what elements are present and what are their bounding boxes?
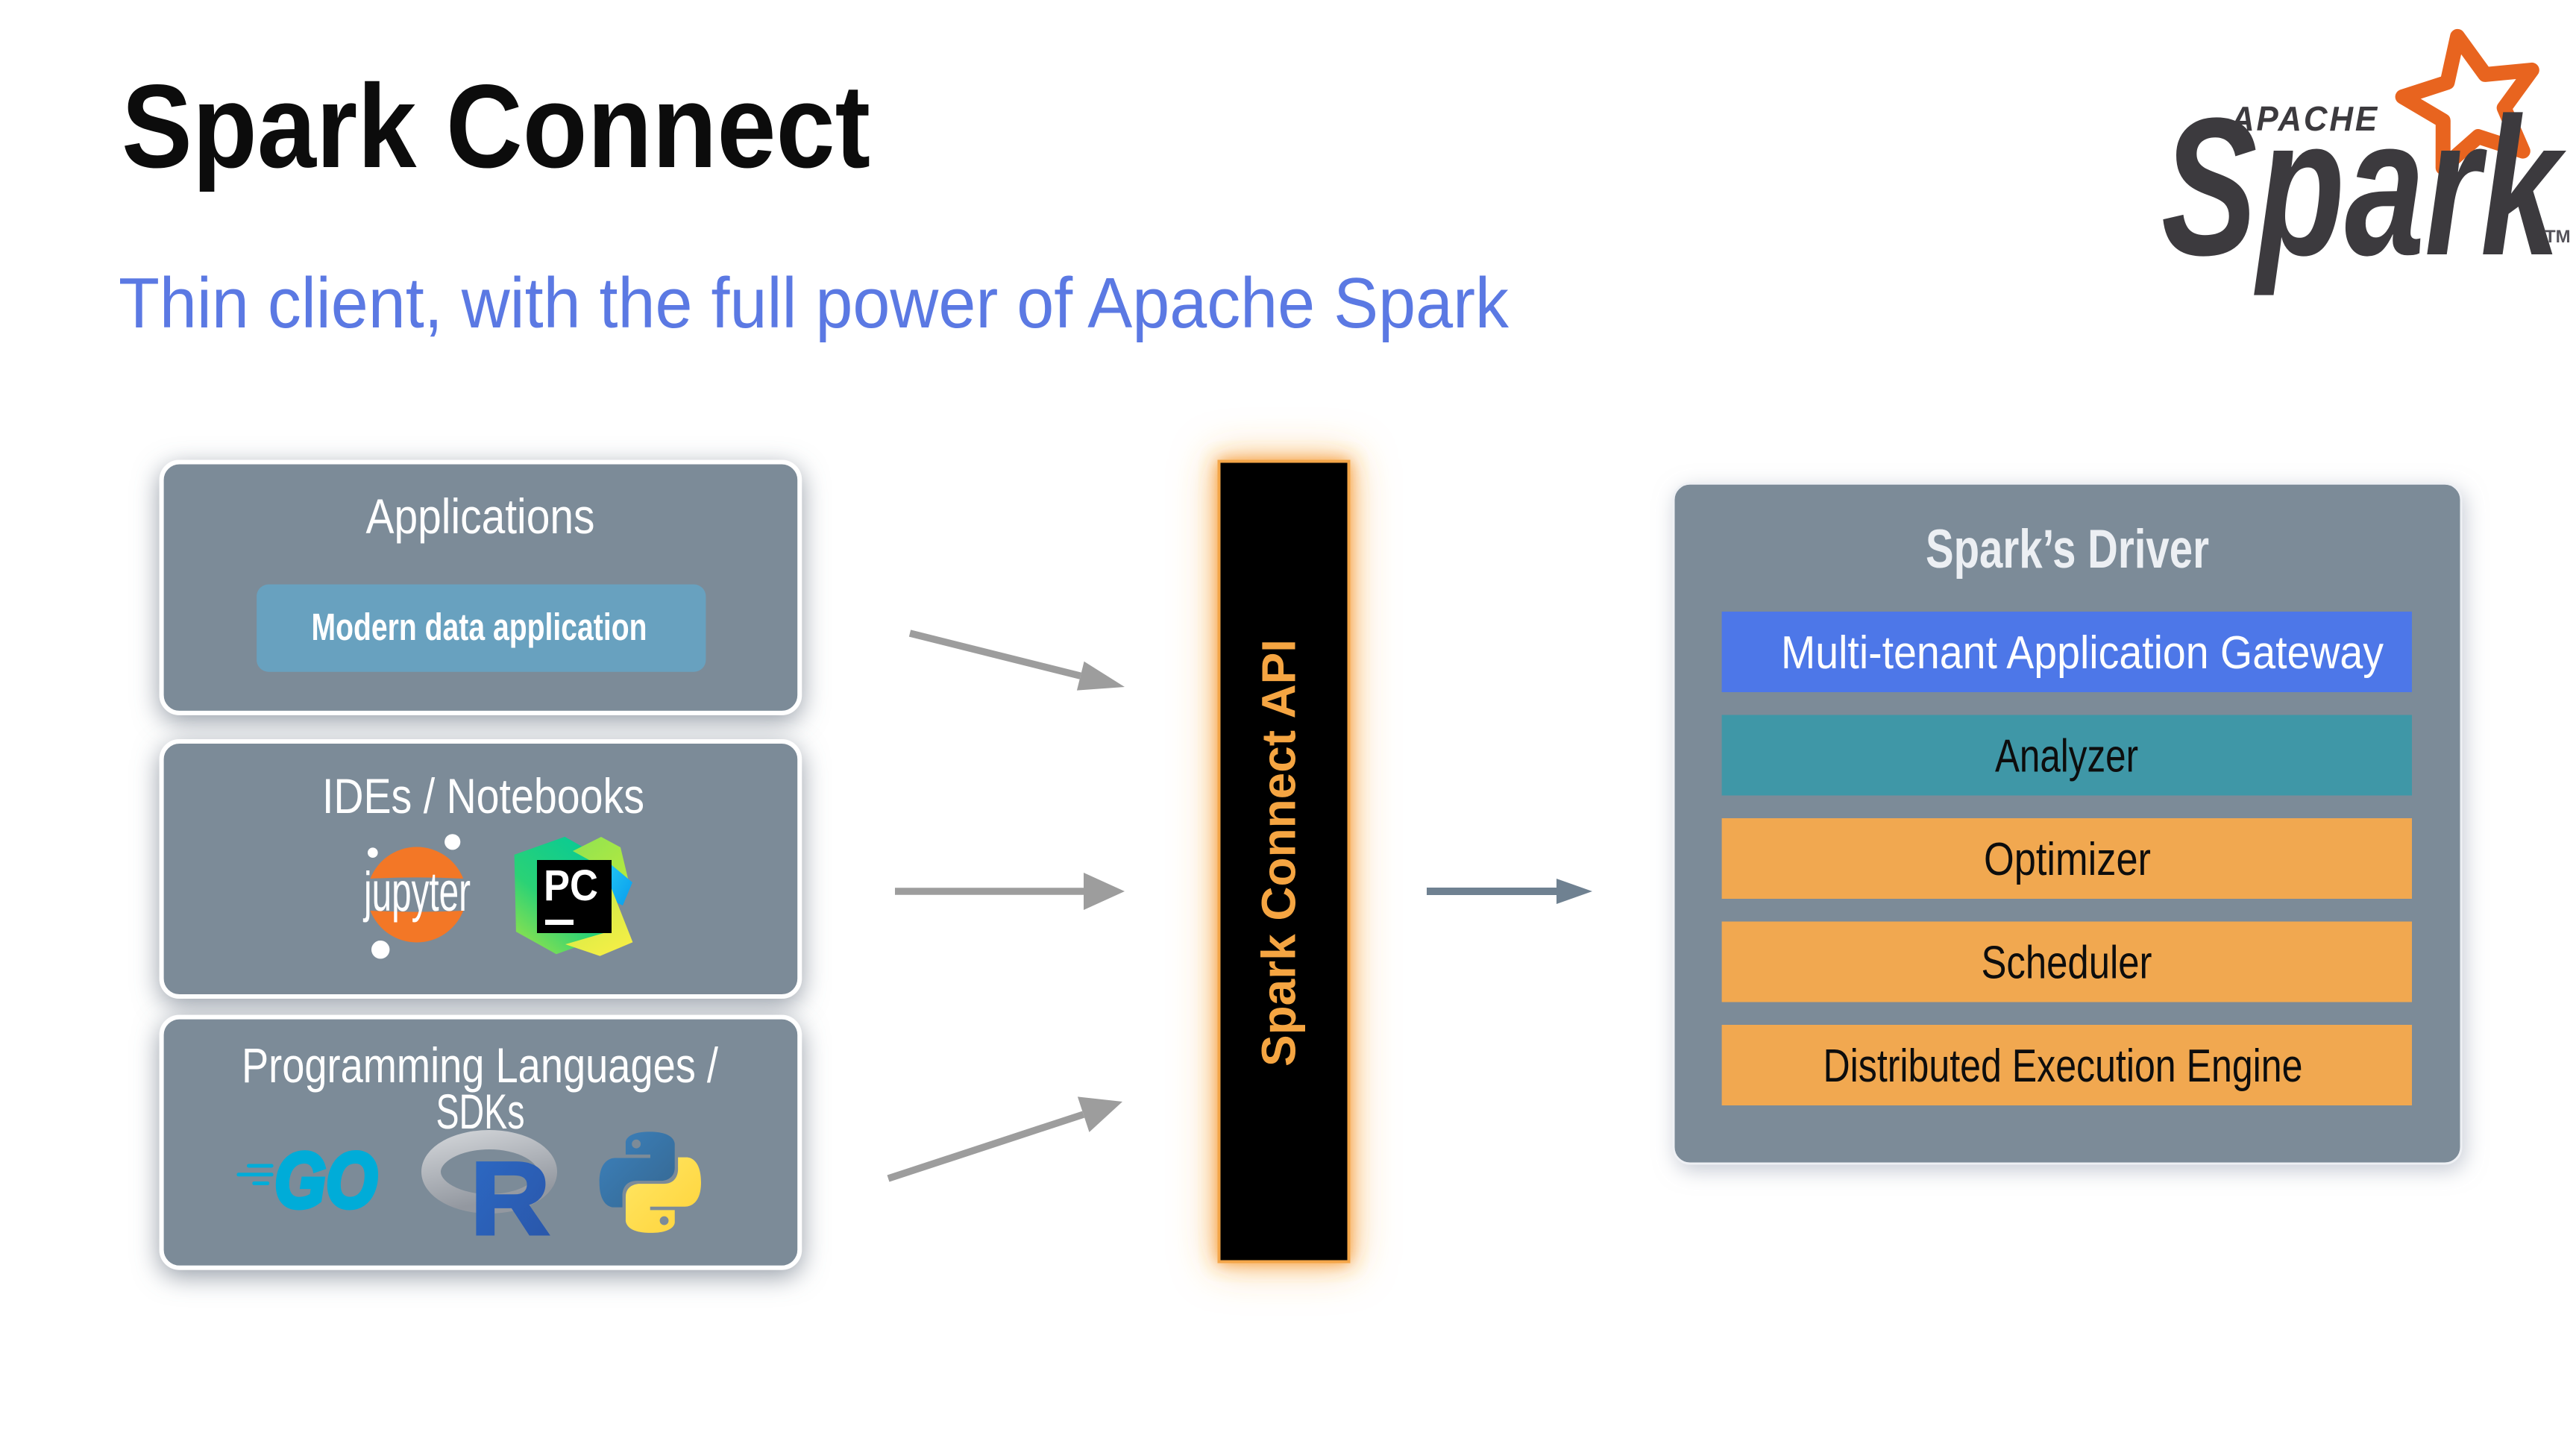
- svg-text:Modern data application: Modern data application: [312, 606, 647, 648]
- svg-text:Applications: Applications: [366, 489, 595, 544]
- svg-text:APACHE: APACHE: [2230, 99, 2379, 138]
- svg-text:Thin client, with the full pow: Thin client, with the full power of Apac…: [119, 263, 1510, 343]
- svg-text:Analyzer: Analyzer: [1995, 731, 2138, 782]
- svg-text:PC: PC: [544, 861, 598, 910]
- svg-text:GO: GO: [274, 1137, 377, 1225]
- svg-text:Scheduler: Scheduler: [1982, 938, 2152, 989]
- svg-text:TM: TM: [2545, 227, 2571, 247]
- svg-text:jupyter: jupyter: [363, 861, 471, 923]
- svg-text:Programming Languages /: Programming Languages /: [242, 1038, 719, 1093]
- svg-text:Spark: Spark: [2161, 77, 2568, 298]
- svg-text:Multi-tenant Application Gatew: Multi-tenant Application Gateway: [1781, 627, 2384, 679]
- svg-text:Spark’s Driver: Spark’s Driver: [1926, 519, 2209, 580]
- svg-text:IDEs / Notebooks: IDEs / Notebooks: [322, 768, 644, 823]
- svg-text:Optimizer: Optimizer: [1984, 834, 2151, 885]
- svg-text:R: R: [470, 1140, 550, 1257]
- svg-text:SDKs: SDKs: [436, 1084, 525, 1139]
- svg-text:Spark Connect API: Spark Connect API: [1252, 639, 1306, 1067]
- svg-text:Spark Connect: Spark Connect: [122, 60, 870, 192]
- svg-text:Distributed Execution Engine: Distributed Execution Engine: [1823, 1040, 2303, 1092]
